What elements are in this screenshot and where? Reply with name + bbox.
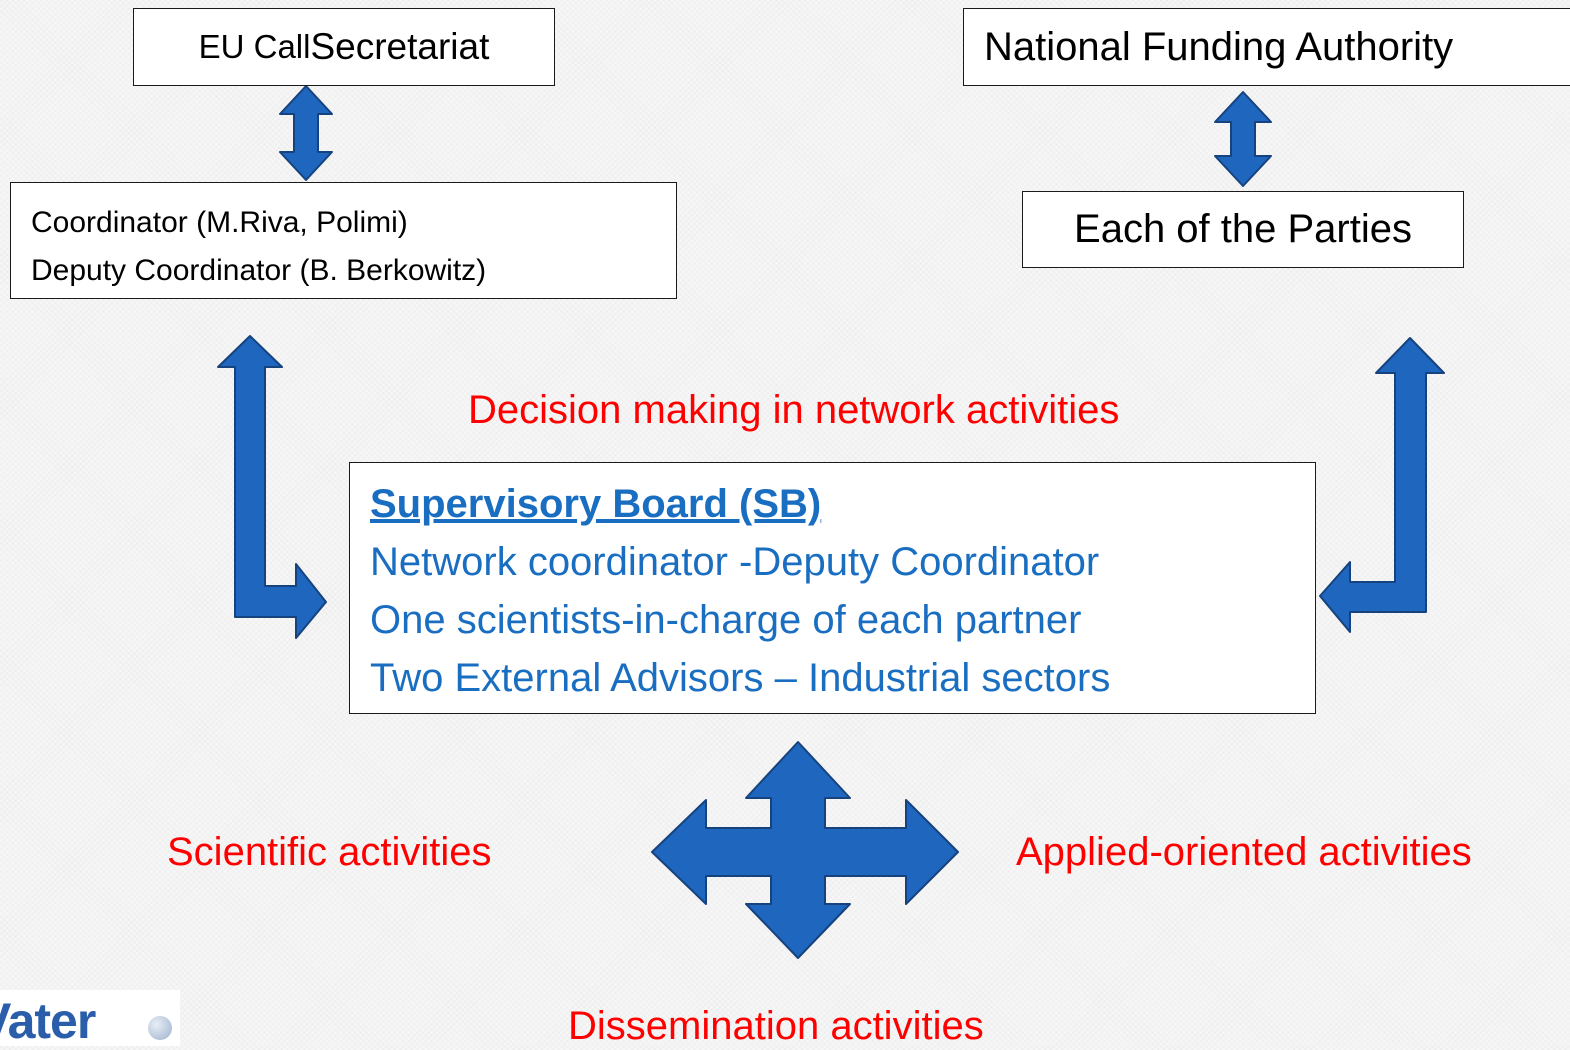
- each-of-the-parties-box: Each of the Parties: [1022, 191, 1464, 268]
- coordinator-line: Coordinator (M.Riva, Polimi): [31, 206, 408, 239]
- project-logo: Vater: [0, 990, 180, 1049]
- sb-line-network-coordinator: Network coordinator -Deputy Coordinator: [370, 540, 1100, 584]
- decision-making-label: Decision making in network activities: [468, 388, 1120, 432]
- applied-oriented-activities-label: Applied-oriented activities: [1016, 830, 1472, 874]
- secretariat-label: Secretariat: [310, 26, 490, 67]
- scientific-activities-label: Scientific activities: [167, 830, 492, 874]
- national-funding-authority-box: National Funding Authority: [963, 8, 1570, 86]
- each-of-the-parties-label: Each of the Parties: [1074, 207, 1412, 251]
- deputy-coordinator-line: Deputy Coordinator (B. Berkowitz): [31, 254, 487, 287]
- supervisory-board-box: Supervisory Board (SB) Network coordinat…: [349, 462, 1316, 714]
- bent-arrow-left: [217, 335, 327, 639]
- four-way-arrow: [651, 741, 959, 959]
- sb-line-scientists-in-charge: One scientists-in-charge of each partner: [370, 598, 1082, 642]
- double-arrow-right-top: [1214, 91, 1272, 187]
- eu-call-secretariat-box: EU Call Secretariat: [133, 8, 555, 86]
- national-funding-authority-label: National Funding Authority: [984, 24, 1454, 69]
- eu-call-label: EU Call: [198, 28, 311, 65]
- bent-arrow-right: [1319, 337, 1445, 633]
- dissemination-activities-label: Dissemination activities: [568, 1004, 984, 1048]
- supervisory-board-title: Supervisory Board (SB): [370, 482, 822, 526]
- double-arrow-left-top: [279, 85, 333, 181]
- sb-line-external-advisors: Two External Advisors – Industrial secto…: [370, 656, 1111, 700]
- globe-icon: [148, 1016, 172, 1040]
- logo-text: Vater: [0, 993, 96, 1049]
- coordinator-box: Coordinator (M.Riva, Polimi) Deputy Coor…: [10, 182, 677, 299]
